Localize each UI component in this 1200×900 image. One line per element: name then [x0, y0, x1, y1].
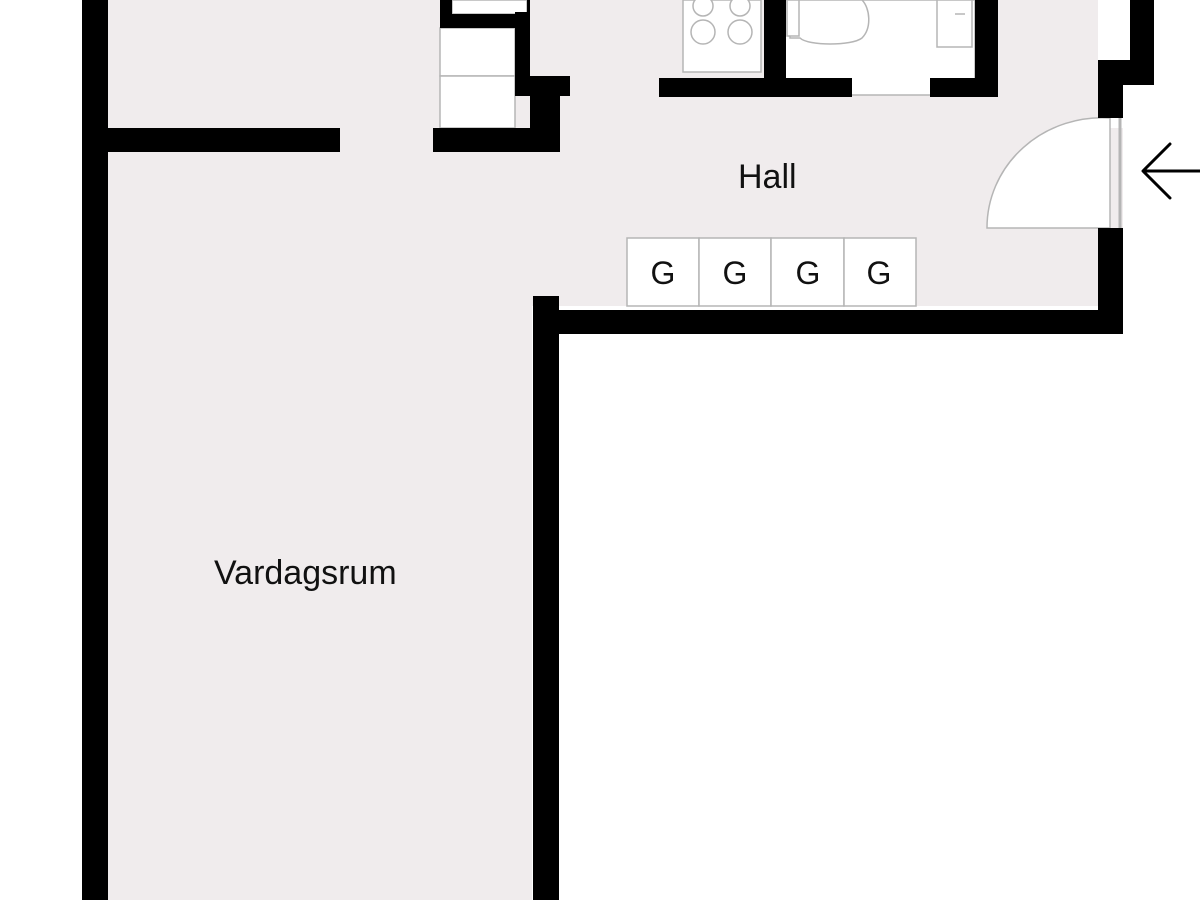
stair-landing — [451, 0, 528, 15]
wall-stair-right — [515, 12, 530, 82]
wall-stair-lower — [530, 90, 560, 152]
wardrobes — [626, 237, 917, 307]
wall-stair-top-right — [527, 0, 530, 14]
room-label-vardagsrum: Vardagsrum — [214, 554, 397, 592]
walls — [82, 0, 1154, 900]
room-label-hall: Hall — [738, 158, 797, 196]
entrance-door — [986, 116, 1122, 229]
stove — [682, 0, 762, 73]
door-swing — [986, 116, 1111, 229]
floor-vardagsrum — [108, 300, 532, 900]
wall-vardagsrum-right — [533, 296, 559, 900]
wardrobe-1 — [626, 237, 700, 307]
toilet-tank — [786, 0, 800, 37]
wardrobe-label-1: G — [650, 255, 676, 291]
stove-burner — [690, 19, 716, 45]
stair-step — [439, 75, 516, 129]
wall-bathroom-right — [975, 0, 998, 97]
wardrobe-label-3: G — [795, 255, 821, 291]
toilet — [789, 0, 870, 45]
stove-burner — [727, 19, 753, 45]
wardrobe-4 — [843, 237, 917, 307]
stove-burner — [729, 0, 751, 17]
floor-areas — [108, 0, 1123, 900]
wall-top-left-divider — [82, 128, 340, 152]
wall-hall-bottom — [533, 310, 1123, 334]
wardrobe-3 — [770, 237, 845, 307]
wardrobe-label-2: G — [722, 255, 748, 291]
stair-step — [439, 27, 516, 77]
floor-top-left-room — [108, 0, 438, 128]
stove-burner — [692, 0, 714, 17]
wardrobe-label-4: G — [866, 255, 892, 291]
wall-right-jamb-top — [1098, 60, 1123, 118]
sink — [936, 0, 973, 48]
wall-stair-top-cap — [440, 14, 530, 28]
floor-hall — [108, 128, 1123, 306]
wall-kitchen-bottom — [659, 78, 852, 97]
wall-kitchen-bathroom — [764, 0, 786, 97]
